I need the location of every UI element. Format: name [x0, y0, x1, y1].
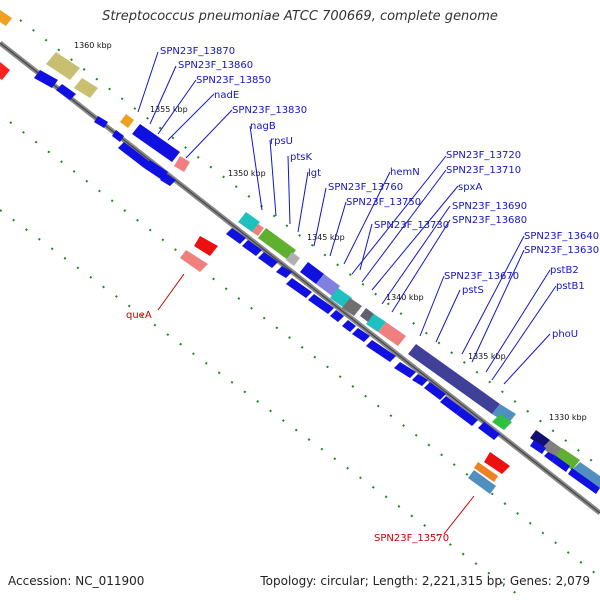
strand-arrow	[118, 142, 150, 168]
gene-feature	[474, 462, 498, 482]
strand-arrows	[34, 70, 600, 494]
scale-label: 1345 kbp	[307, 233, 345, 242]
gene-feature	[484, 452, 510, 474]
gene-feature	[316, 274, 340, 296]
gene-label: SPN23F_13860	[178, 60, 253, 71]
gene-feature	[132, 124, 180, 162]
gene-feature	[554, 448, 580, 470]
gene-label: nadE	[214, 90, 239, 101]
gene-features	[0, 10, 600, 494]
gene-label: SPN23F_13710	[446, 165, 521, 176]
gene-label: SPN23F_13640	[524, 231, 599, 242]
gene-label: pstB1	[556, 281, 585, 292]
gene-label: hemN	[390, 167, 420, 178]
strand-arrow	[424, 382, 446, 400]
gene-label: spxA	[458, 182, 482, 193]
gene-feature	[74, 78, 98, 98]
gene-label: pstS	[462, 285, 484, 296]
strand-arrow	[112, 130, 124, 142]
strand-arrow	[530, 440, 546, 454]
strand-arrow	[440, 396, 462, 414]
strand-arrow	[394, 362, 416, 378]
gene-label: SPN23F_13680	[452, 215, 527, 226]
map-title: Streptococcus pneumoniae ATCC 700669, co…	[102, 9, 498, 24]
gene-feature	[408, 344, 500, 414]
gene-feature	[174, 156, 190, 172]
gene-feature	[378, 322, 406, 346]
gene-feature	[286, 252, 300, 266]
gene-feature	[0, 62, 10, 80]
gene-label: SPN23F_13830	[232, 105, 307, 116]
gene-label: SPN23F_13730	[374, 220, 449, 231]
gene-label: rpsU	[270, 136, 293, 147]
scale-label: 1330 kbp	[549, 413, 587, 422]
scale-label: 1335 kbp	[468, 352, 506, 361]
dotted-tracks	[0, 19, 600, 600]
strand-arrow	[258, 252, 278, 268]
scale-label: 1360 kbp	[74, 41, 112, 50]
gene-label: SPN23F_13760	[328, 182, 403, 193]
gene-feature	[530, 430, 550, 448]
strand-arrow	[352, 328, 370, 342]
strand-arrow	[308, 294, 334, 314]
strand-arrow	[34, 70, 58, 88]
strand-arrow	[160, 174, 176, 186]
gene-feature	[238, 212, 260, 232]
strand-arrow	[366, 340, 396, 362]
gene-label: lgt	[308, 168, 321, 179]
strand-arrow	[342, 320, 356, 332]
gene-label: SPN23F_13690	[452, 201, 527, 212]
gene-feature	[258, 228, 296, 260]
strand-arrow	[552, 456, 570, 472]
gene-label: SPN23F_13750	[346, 197, 421, 208]
gene-label: pstB2	[550, 265, 579, 276]
scale-labels: 1360 kbp 1355 kbp 1350 kbp 1345 kbp 1340…	[74, 41, 587, 422]
strand-arrow	[478, 422, 500, 440]
strand-arrow	[226, 228, 246, 244]
strand-arrow	[544, 452, 556, 462]
gene-label: SPN23F_13720	[446, 150, 521, 161]
gene-label: SPN23F_13570	[374, 533, 449, 544]
gene-feature	[46, 52, 80, 80]
scale-label: 1350 kbp	[228, 169, 266, 178]
gene-feature	[366, 314, 386, 332]
gene-feature	[194, 236, 218, 256]
gene-label: queA	[126, 310, 152, 321]
gene-label: ptsK	[290, 152, 312, 163]
strand-arrow	[456, 408, 478, 426]
gene-feature	[572, 462, 600, 488]
gene-feature	[300, 262, 324, 284]
gene-feature	[468, 470, 496, 494]
accession-text: Accession: NC_011900	[8, 574, 145, 588]
topology-text: Topology: circular; Length: 2,221,315 bp…	[260, 574, 590, 588]
gene-labels: SPN23F_13870 SPN23F_13860 SPN23F_13850 n…	[126, 46, 599, 544]
gene-feature	[492, 404, 516, 424]
label-connectors-red	[157, 273, 475, 535]
scale-label: 1355 kbp	[150, 105, 188, 114]
gene-feature	[0, 10, 12, 26]
scale-label: 1340 kbp	[386, 293, 424, 302]
strand-arrow	[412, 374, 428, 386]
gene-feature	[120, 114, 134, 128]
gene-label: SPN23F_13670	[444, 271, 519, 282]
strand-arrow	[330, 310, 344, 322]
gene-label: nagB	[250, 121, 276, 132]
gene-feature	[252, 224, 264, 236]
strand-arrow	[144, 160, 168, 180]
strand-arrow	[242, 240, 262, 256]
strand-arrow	[286, 278, 312, 298]
strand-arrow	[94, 116, 108, 128]
strand-arrow	[568, 468, 600, 494]
strand-arrow	[276, 266, 292, 278]
gene-label: SPN23F_13630	[524, 245, 599, 256]
gene-feature	[180, 250, 208, 272]
gene-label: SPN23F_13870	[160, 46, 235, 57]
label-connectors	[137, 51, 557, 385]
gene-feature	[492, 414, 512, 430]
gene-feature	[342, 298, 362, 316]
gene-label: SPN23F_13850	[196, 75, 271, 86]
strand-arrow	[56, 84, 76, 100]
gene-label: phoU	[552, 329, 578, 340]
